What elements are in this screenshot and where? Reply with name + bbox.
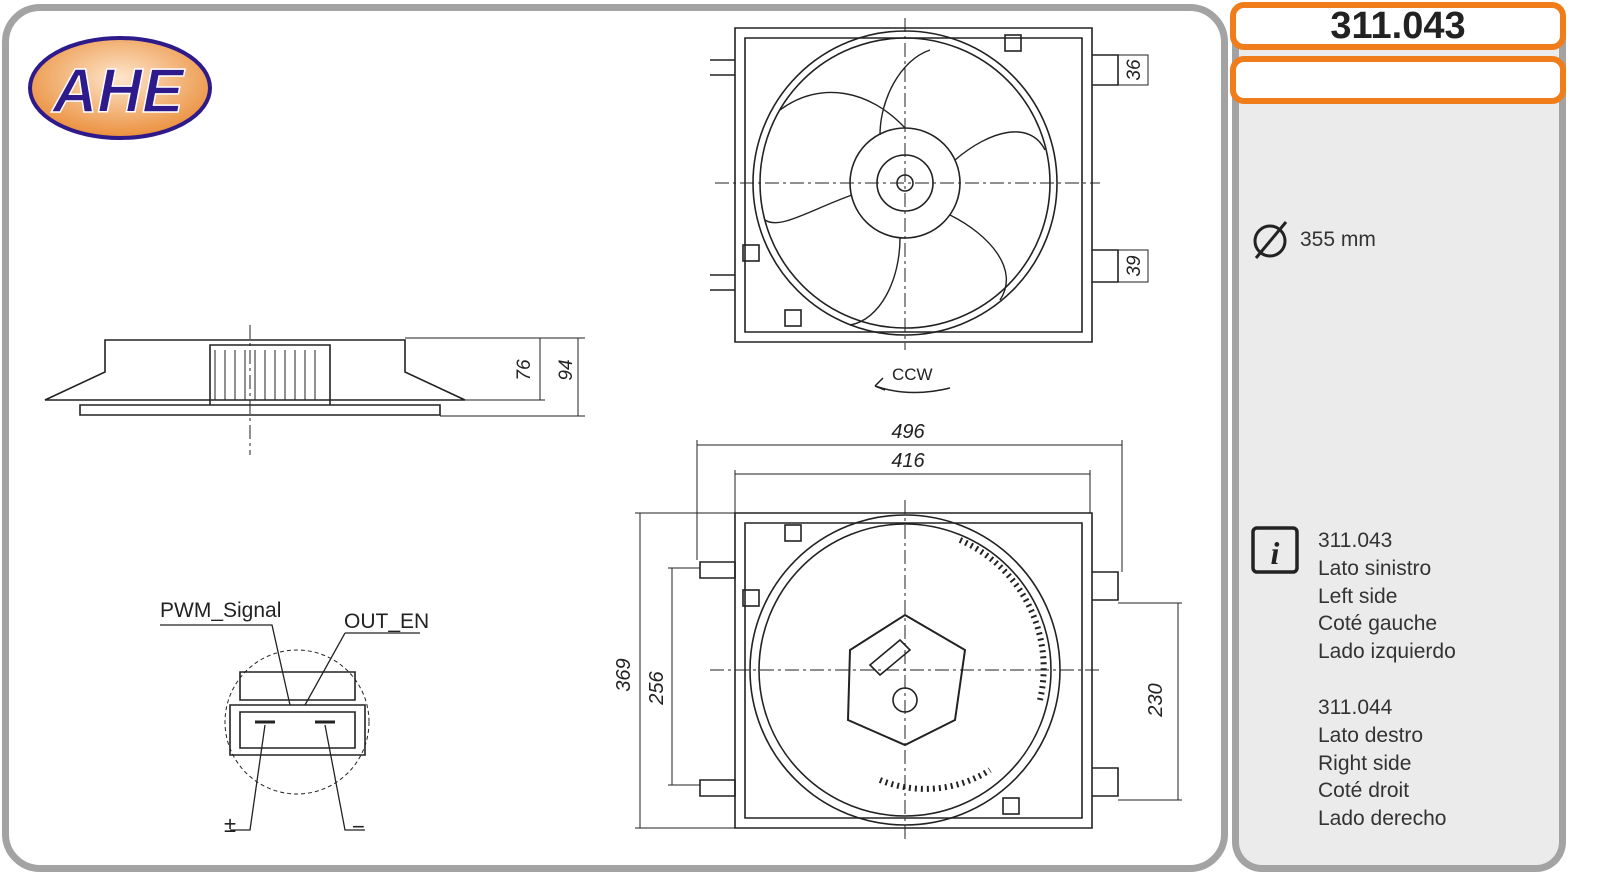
dim-36: 36 bbox=[1124, 59, 1145, 81]
dim-230: 230 bbox=[1145, 683, 1167, 717]
part-number: 311.043 bbox=[1230, 2, 1566, 50]
dim-496: 496 bbox=[891, 421, 925, 443]
dim-256: 256 bbox=[646, 670, 668, 705]
diameter-icon bbox=[1253, 221, 1288, 259]
variant-left: 311.043 Lato sinistro Left side Coté gau… bbox=[1318, 527, 1456, 666]
variant-line: Lado derecho bbox=[1318, 807, 1447, 831]
fan-front-view bbox=[710, 18, 1149, 350]
diameter-value: 355 mm bbox=[1300, 228, 1376, 251]
dim-94: 94 bbox=[556, 359, 577, 380]
info-panel bbox=[1232, 20, 1566, 872]
variant-line: Lato sinistro bbox=[1318, 556, 1432, 580]
pwm-signal-label: PWM_Signal bbox=[160, 599, 281, 622]
variant-line: Right side bbox=[1318, 751, 1412, 775]
variant-right: 311.044 Lato destro Right side Coté droi… bbox=[1318, 694, 1446, 833]
variant-line: Coté gauche bbox=[1318, 612, 1438, 636]
dim-39: 39 bbox=[1124, 255, 1145, 277]
drawing-panel bbox=[2, 4, 1228, 872]
info-icon: i bbox=[1251, 526, 1299, 574]
plus-label: ± bbox=[224, 812, 236, 837]
variant-line: Left side bbox=[1318, 584, 1398, 608]
svg-text:AHE: AHE bbox=[51, 57, 186, 126]
minus-label: − bbox=[352, 814, 365, 839]
dim-76: 76 bbox=[514, 359, 535, 381]
variant-code: 311.044 bbox=[1318, 696, 1393, 719]
dim-416: 416 bbox=[891, 450, 925, 472]
fan-side-view bbox=[44, 325, 585, 455]
variant-line: Coté droit bbox=[1318, 779, 1410, 803]
variant-line: Lato destro bbox=[1318, 723, 1424, 747]
variant-code: 311.043 bbox=[1318, 529, 1393, 552]
subtitle-box bbox=[1230, 56, 1566, 104]
dim-369: 369 bbox=[613, 658, 635, 691]
variant-line: Lado izquierdo bbox=[1318, 640, 1456, 664]
connector-detail bbox=[160, 624, 420, 831]
rotation-arrow-icon bbox=[874, 377, 951, 394]
out-en-label: OUT_EN bbox=[344, 610, 429, 633]
ahe-logo: AHE bbox=[28, 36, 212, 140]
svg-text:i: i bbox=[1271, 535, 1280, 571]
fan-rear-view bbox=[635, 440, 1182, 840]
rotation-label: CCW bbox=[892, 365, 933, 384]
